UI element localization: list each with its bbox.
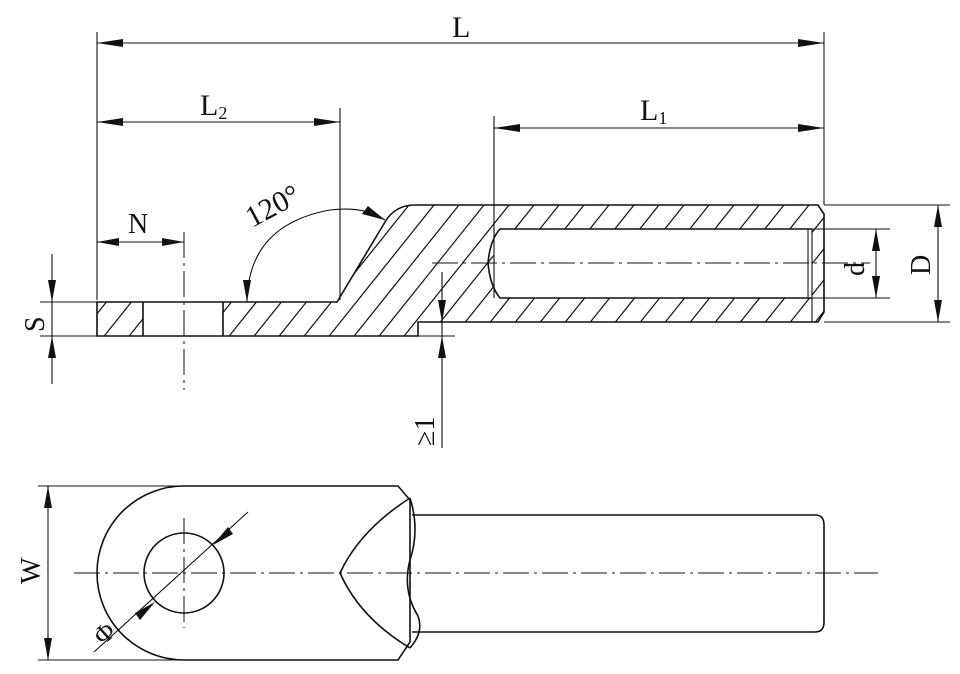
dimension-S: S	[20, 254, 97, 384]
dimension-angle: 120°	[240, 178, 386, 303]
dimension-L2-label: L	[200, 89, 218, 122]
min-gap-label: ≥1	[410, 417, 441, 446]
dimension-D-label: D	[906, 255, 937, 275]
dimension-L2: L2	[97, 89, 341, 300]
dimension-d: d	[812, 228, 890, 299]
svg-text:L1: L1	[640, 94, 667, 128]
dimension-L1-label: L	[640, 94, 658, 127]
dimension-diameter: Φ	[88, 511, 249, 653]
dimension-min-gap: ≥1	[410, 272, 455, 448]
dimension-L-label: L	[452, 11, 470, 44]
dimension-S-label: S	[20, 316, 51, 332]
dimension-W: W	[16, 485, 184, 661]
lug-outline	[96, 204, 825, 337]
angle-label: 120°	[240, 178, 306, 234]
dimension-N-label: N	[128, 209, 148, 240]
diameter-label: Φ	[88, 616, 122, 650]
dimension-d-label: d	[840, 262, 871, 276]
dimension-L1-subscript: 1	[658, 108, 667, 128]
dimension-L1: L1	[493, 94, 824, 229]
dimension-N: N	[97, 209, 184, 246]
dimension-D: D	[824, 204, 950, 323]
dimension-L: L	[96, 11, 825, 300]
dimension-L2-subscript: 2	[218, 103, 227, 123]
side-view	[96, 204, 870, 390]
top-view: W Φ	[16, 485, 878, 661]
dimension-W-label: W	[16, 557, 47, 584]
svg-text:L2: L2	[200, 89, 227, 123]
